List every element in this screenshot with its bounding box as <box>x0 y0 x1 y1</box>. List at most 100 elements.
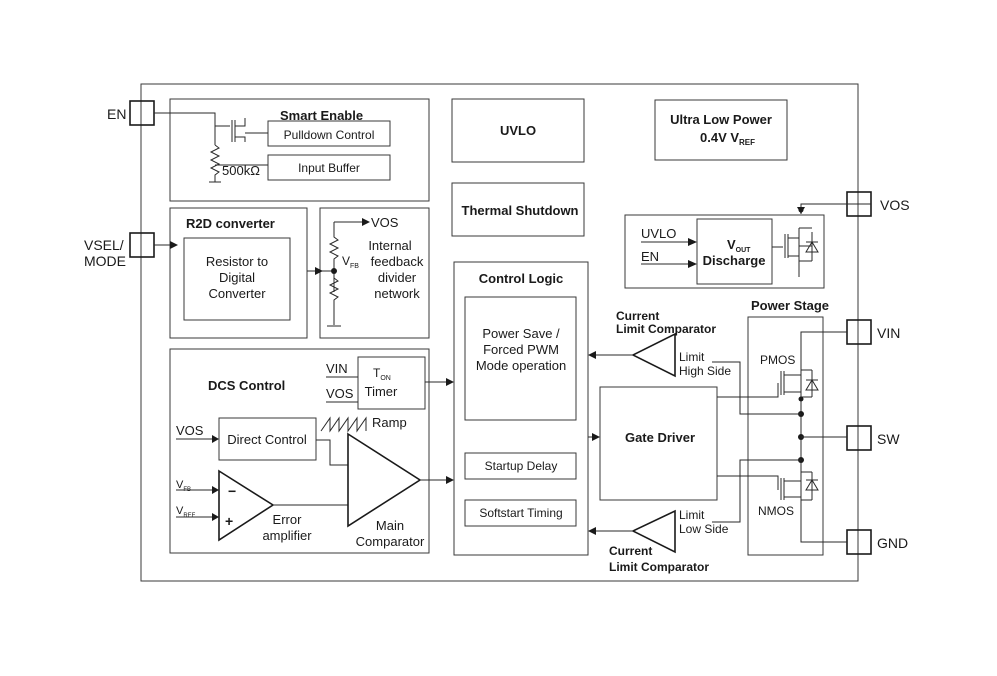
divider-lower-resistor-icon <box>328 277 340 325</box>
vfb-node-icon <box>331 268 337 274</box>
main-comp-line2: Comparator <box>356 534 425 549</box>
gate-driver-block: Gate Driver <box>588 386 718 501</box>
divider-vfb-prefix: V <box>342 254 350 268</box>
error-amplifier-icon <box>218 469 275 542</box>
gate-driver-label: Gate Driver <box>625 430 695 445</box>
pin-sw: SW <box>846 425 900 451</box>
dcs-vos-label: VOS <box>326 386 354 401</box>
ton-sub: ON <box>380 375 391 382</box>
discharge-transistor-icon <box>772 228 812 270</box>
direct-control-label: Direct Control <box>227 432 307 447</box>
divider-vos-label: VOS <box>371 215 399 230</box>
power-stage-block: Power Stage PMOS NMOS <box>712 298 847 556</box>
cl-top-limit: Limit <box>679 350 705 364</box>
cl-bot-limit: Limit <box>679 508 705 522</box>
dcs-control-block: DCS Control TON Timer VIN VOS Ramp Direc… <box>169 348 454 554</box>
pin-vos-label: VOS <box>880 197 910 213</box>
discharge-en-label: EN <box>641 249 659 264</box>
discharge-label: Discharge <box>703 253 766 268</box>
smart-enable-block: Smart Enable Pulldown Control Input Buff… <box>154 98 430 202</box>
divider-line4: network <box>374 286 420 301</box>
dcs-title: DCS Control <box>208 378 285 393</box>
ulp-line2-prefix: 0.4V V <box>700 130 739 145</box>
pin-gnd: GND <box>846 529 908 555</box>
r2d-line1: Resistor to <box>206 254 268 269</box>
error-amp-line2: amplifier <box>262 528 312 543</box>
ulp-line1: Ultra Low Power <box>670 112 772 127</box>
low-side-comparator-icon <box>631 509 676 554</box>
vout-discharge-block: VOUT Discharge UVLO EN <box>624 203 871 289</box>
pin-vsel-label-1: VSEL/ <box>84 237 124 253</box>
r2d-line3: Converter <box>208 286 266 301</box>
input-buffer-label: Input Buffer <box>298 161 360 175</box>
cl-top-line1: Current <box>616 309 659 323</box>
divider-upper-resistor-icon <box>328 222 340 292</box>
pin-en: EN <box>107 100 155 126</box>
control-logic-title: Control Logic <box>479 271 564 286</box>
vout-prefix: V <box>727 237 736 252</box>
nmos-label: NMOS <box>758 504 794 518</box>
control-logic-block: Control Logic Power Save / Forced PWM Mo… <box>453 261 589 556</box>
feedback-divider-block: VOS Internal feedback divider network VF… <box>307 207 430 339</box>
cl-bot-line1: Current <box>609 544 652 558</box>
direct-control-vos-label: VOS <box>176 423 204 438</box>
power-stage-title: Power Stage <box>751 298 829 313</box>
cl-top-line2: Limit Comparator <box>616 322 716 336</box>
ramp-label: Ramp <box>372 415 407 430</box>
current-limit-high-side: Current Limit Comparator Limit High Side <box>588 309 731 378</box>
vref-in-label: VREF <box>176 505 196 519</box>
vout-label: VOUT <box>727 237 751 254</box>
divider-vfb: VFB <box>342 254 359 270</box>
pin-en-label: EN <box>107 106 126 122</box>
timer-label: Timer <box>365 384 398 399</box>
pin-vin-label: VIN <box>877 325 900 341</box>
main-comp-line1: Main <box>376 518 404 533</box>
ps-line2: Forced PWM <box>483 342 559 357</box>
error-amp-line1: Error <box>273 512 303 527</box>
resistor-500k-label: 500kΩ <box>222 163 260 178</box>
dcs-vin-label: VIN <box>326 361 348 376</box>
ulp-line2: 0.4V VREF <box>700 130 755 147</box>
divider-line2: feedback <box>371 254 424 269</box>
resistor-500k-icon <box>209 144 221 182</box>
nmos-transistor-icon <box>717 475 802 500</box>
divider-line3: divider <box>378 270 417 285</box>
r2d-line2: Digital <box>219 270 255 285</box>
uvlo-label: UVLO <box>500 123 536 138</box>
ramp-icon <box>320 416 367 433</box>
pin-vsel-label-2: MODE <box>84 253 126 269</box>
ultra-low-power-block: Ultra Low Power 0.4V VREF <box>654 99 788 161</box>
cl-bot-side: Low Side <box>679 522 729 536</box>
vref-in-prefix: V <box>176 505 184 517</box>
thermal-shutdown-block: Thermal Shutdown <box>451 182 585 237</box>
pulldown-control-label: Pulldown Control <box>284 128 375 142</box>
ton-label: TON <box>373 366 391 382</box>
current-limit-low-side: Limit Low Side Current Limit Comparator <box>588 508 729 574</box>
pin-sw-label: SW <box>877 431 900 447</box>
pin-vsel-mode: VSEL/ MODE <box>84 232 155 269</box>
chip-outline <box>140 83 859 582</box>
divider-line1: Internal <box>368 238 411 253</box>
error-amp-plus: + <box>225 513 233 529</box>
ulp-line2-sub: REF <box>739 138 755 147</box>
vout-sub: OUT <box>736 247 752 254</box>
ps-line3: Mode operation <box>476 358 566 373</box>
cl-bot-line2: Limit Comparator <box>609 560 709 574</box>
r2d-title: R2D converter <box>186 216 275 231</box>
vref-in-sub: REF <box>183 513 195 519</box>
ps-line1: Power Save / <box>482 326 560 341</box>
pmos-transistor-icon <box>717 370 802 398</box>
softstart-timing-label: Softstart Timing <box>479 506 562 520</box>
vfb-in-prefix: V <box>176 479 184 491</box>
startup-delay-label: Startup Delay <box>485 459 558 473</box>
error-amp-minus: − <box>228 483 236 499</box>
r2d-converter-block: R2D converter Resistor to Digital Conver… <box>154 207 308 339</box>
cl-top-side: High Side <box>679 364 731 378</box>
pin-gnd-label: GND <box>877 535 908 551</box>
pin-vin: VIN <box>846 319 900 345</box>
uvlo-block: UVLO <box>451 98 585 163</box>
smart-enable-title: Smart Enable <box>280 108 363 123</box>
pmos-label: PMOS <box>760 353 795 367</box>
main-comparator-icon <box>347 432 422 528</box>
